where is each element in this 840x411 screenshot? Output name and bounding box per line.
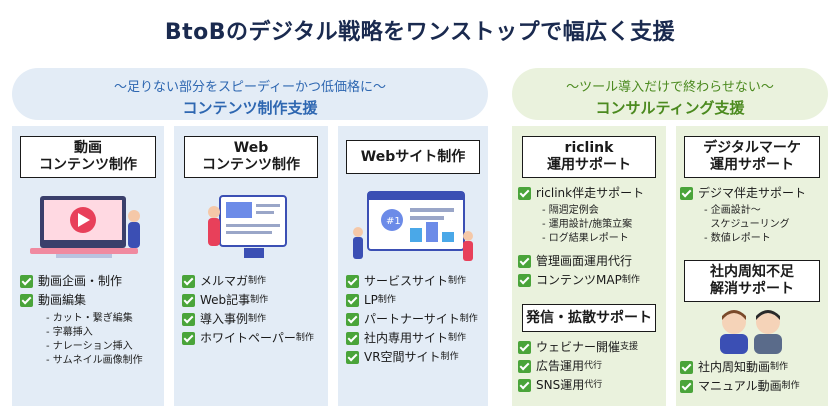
- list-item: Web記事制作: [182, 291, 314, 310]
- check-icon: [680, 187, 693, 200]
- list-item: VR空間サイト制作: [346, 348, 478, 367]
- check-icon: [20, 275, 33, 288]
- list-item: 社内周知動画制作: [680, 358, 800, 377]
- web-content-item-list: メルマガ制作 Web記事制作 導入事例制作 ホワイトペーパー制作: [182, 272, 314, 348]
- people-illustration: [720, 310, 782, 354]
- list-item: 動画企画・制作: [20, 272, 122, 291]
- check-icon: [346, 294, 359, 307]
- content-support-category: コンテンツ制作支援: [182, 99, 318, 117]
- web-content-heading-line2: コンテンツ制作: [202, 157, 300, 173]
- check-icon: [680, 380, 693, 393]
- web-content-panel: Web コンテンツ制作 メルマガ制作 Web記事制作 導入事例制作 ホワイトペー…: [174, 126, 328, 406]
- list-item: マニュアル動画制作: [680, 377, 800, 396]
- internal-heading: 社内周知不足 解消サポート: [684, 260, 820, 302]
- riclink-heading-line2: 運用サポート: [547, 157, 631, 173]
- check-icon: [346, 351, 359, 364]
- page-title: BtoBのデジタル戦略をワンストップで幅広く支援: [164, 20, 676, 45]
- video-heading-line2: コンテンツ制作: [39, 157, 137, 173]
- consulting-support-category: コンサルティング支援: [595, 99, 745, 117]
- web-content-heading: Web コンテンツ制作: [184, 136, 318, 178]
- video-panel: 動画 コンテンツ制作 動画企画・制作 動画編集 - カット・繋ぎ編集 - 字幕挿…: [12, 126, 164, 406]
- promo-item-list: ウェビナー開催支援 広告運用代行 SNS運用代行: [518, 338, 638, 395]
- riclink-main-item: riclink伴走サポート: [518, 184, 644, 203]
- list-item: - カット・繋ぎ編集: [46, 313, 133, 324]
- list-item: - 隔週定例会: [542, 205, 599, 216]
- content-support-tagline: ～足りない部分をスピーディーかつ低価格に～: [113, 80, 387, 95]
- digital-sub-list: - 企画設計～ スケジューリング - 数値レポート: [704, 204, 790, 246]
- riclink-heading: riclink 運用サポート: [522, 136, 656, 178]
- list-item: ホワイトペーパー制作: [182, 329, 314, 348]
- digital-heading: デジタルマーケ 運用サポート: [684, 136, 820, 178]
- consulting-support-band: ～ツール導入だけで終わらせない～ コンサルティング支援: [512, 68, 828, 120]
- list-item: riclink伴走サポート: [518, 184, 644, 203]
- video-edit-sub-list: - カット・繋ぎ編集 - 字幕挿入 - ナレーション挿入 - サムネイル画像制作: [46, 312, 143, 368]
- svg-text:#1: #1: [386, 216, 401, 227]
- list-item: ウェビナー開催支援: [518, 338, 638, 357]
- riclink-panel: riclink 運用サポート riclink伴走サポート - 隔週定例会 - 運…: [512, 126, 666, 406]
- video-heading: 動画 コンテンツ制作: [20, 136, 156, 178]
- digital-heading-line1: デジタルマーケ: [703, 140, 801, 156]
- web-content-heading-line1: Web: [233, 140, 269, 156]
- check-icon: [346, 332, 359, 345]
- video-production-illustration: [30, 196, 140, 258]
- check-icon: [518, 274, 531, 287]
- list-item: 管理画面運用代行: [518, 252, 640, 271]
- list-item: デジマ伴走サポート: [680, 184, 806, 203]
- riclink-sub-list: - 隔週定例会 - 運用設計/施策立案 - ログ結果レポート: [542, 204, 632, 246]
- check-icon: [182, 332, 195, 345]
- promo-heading: 発信・拡散サポート: [522, 304, 656, 332]
- list-item: メルマガ制作: [182, 272, 314, 291]
- content-support-band: ～足りない部分をスピーディーかつ低価格に～ コンテンツ制作支援: [12, 68, 488, 120]
- list-item: - ナレーション挿入: [46, 341, 133, 352]
- internal-heading-line2: 解消サポート: [710, 281, 794, 297]
- list-item: サービスサイト制作: [346, 272, 478, 291]
- list-item: 社内専用サイト制作: [346, 329, 478, 348]
- internal-item-list: 社内周知動画制作 マニュアル動画制作: [680, 358, 800, 396]
- check-icon: [518, 255, 531, 268]
- list-item: SNS運用代行: [518, 376, 638, 395]
- list-item: 広告運用代行: [518, 357, 638, 376]
- digital-main-item: デジマ伴走サポート: [680, 184, 806, 203]
- digital-heading-line2: 運用サポート: [710, 157, 794, 173]
- check-icon: [20, 294, 33, 307]
- list-item: 動画編集: [20, 291, 122, 310]
- list-item: - 字幕挿入: [46, 327, 93, 338]
- digital-marketing-panel: デジタルマーケ 運用サポート デジマ伴走サポート - 企画設計～ スケジューリン…: [676, 126, 828, 406]
- list-item: - ログ結果レポート: [542, 233, 629, 244]
- list-item: パートナーサイト制作: [346, 310, 478, 329]
- website-heading: Webサイト制作: [346, 140, 480, 174]
- check-icon: [518, 360, 531, 373]
- list-item: - サムネイル画像制作: [46, 355, 143, 366]
- list-item: - 数値レポート: [704, 233, 771, 244]
- list-item: スケジューリング: [704, 219, 790, 230]
- list-item: - 企画設計～: [704, 205, 761, 216]
- consulting-support-tagline: ～ツール導入だけで終わらせない～: [566, 80, 774, 95]
- riclink-heading-line1: riclink: [564, 140, 614, 156]
- video-item-list: 動画企画・制作 動画編集: [20, 272, 122, 310]
- check-icon: [346, 313, 359, 326]
- check-icon: [182, 294, 195, 307]
- check-icon: [518, 187, 531, 200]
- check-icon: [518, 341, 531, 354]
- check-icon: [680, 361, 693, 374]
- video-heading-line1: 動画: [74, 140, 102, 156]
- check-icon: [346, 275, 359, 288]
- check-icon: [518, 379, 531, 392]
- web-content-illustration: [208, 195, 287, 258]
- list-item: 導入事例制作: [182, 310, 314, 329]
- list-item: - 運用設計/施策立案: [542, 219, 633, 230]
- check-icon: [182, 313, 195, 326]
- internal-heading-line1: 社内周知不足: [710, 264, 794, 280]
- check-icon: [182, 275, 195, 288]
- website-illustration: #1: [353, 191, 473, 261]
